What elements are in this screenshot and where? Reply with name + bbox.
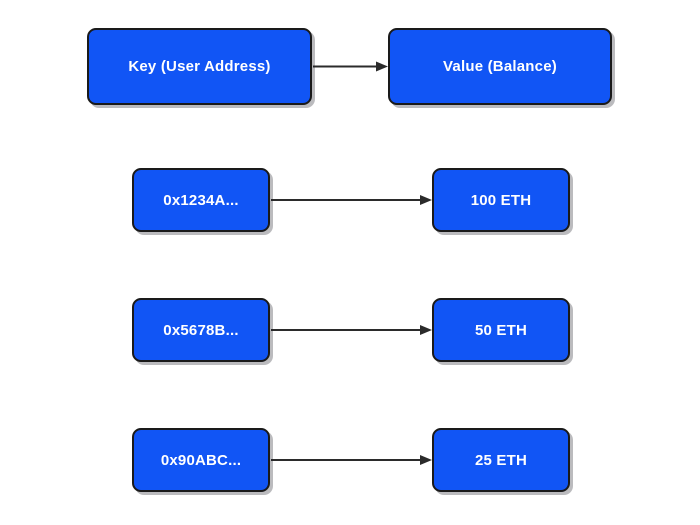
mapping-arrow-2 [271,325,432,335]
mapping-arrow-1 [271,195,432,205]
key-node-3: 0x90ABC... [132,428,270,492]
value-node-3: 25 ETH [432,428,570,492]
header-arrow [313,61,388,72]
key-node-1: 0x1234A... [132,168,270,232]
value-node-2: 50 ETH [432,298,570,362]
mapping-arrow-3 [271,455,432,465]
header-value-node: Value (Balance) [388,28,612,105]
key-node-2: 0x5678B... [132,298,270,362]
header-key-node: Key (User Address) [87,28,312,105]
value-node-1: 100 ETH [432,168,570,232]
